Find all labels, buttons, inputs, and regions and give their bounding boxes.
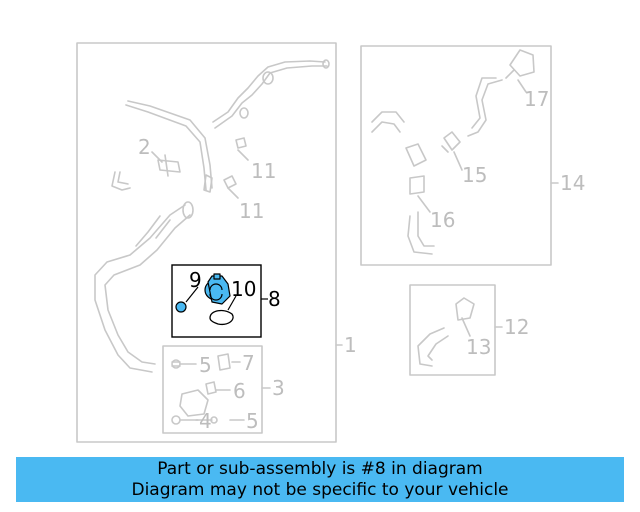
callout-3: 3 [272,376,285,400]
callout-16: 16 [430,208,455,232]
part-6-sensor [205,381,217,395]
callout-6: 6 [233,379,246,403]
part-5-upper-clip [171,361,181,367]
callout-1: 1 [344,333,357,357]
part-17-elbow [505,49,535,79]
vertical-pipe-end [203,174,213,193]
assembly-8-frame [171,264,262,338]
assembly-12-frame [409,284,496,376]
lower-radiator-hose [94,204,191,373]
callout-11b: 11 [239,199,264,223]
callout-5b: 5 [246,409,259,433]
callout-15: 15 [462,163,487,187]
part-8-thermostat-housing [204,273,231,305]
hose-12 [417,327,449,367]
callout-4: 4 [199,409,212,433]
callout-12: 12 [504,315,529,339]
part-11a-clip [235,137,247,149]
parts-diagram: 1 2 3 4 5 5 6 7 8 9 10 11 11 12 13 14 15… [76,42,585,443]
callout-13: 13 [466,335,491,359]
callout-10: 10 [231,277,256,301]
hose-14-upper [467,77,503,137]
assembly-3-frame [162,345,263,434]
part-11b-clip [223,175,237,189]
part-15-fitting [441,131,461,153]
hose-14-lower [407,211,435,255]
callout-11a: 11 [251,159,276,183]
assembly-1-frame [76,42,337,443]
upper-coolant-pipe [125,100,213,191]
banner-line-1: Part or sub-assembly is #8 in diagram [157,459,483,479]
part-10-gasket [209,309,234,326]
callout-7: 7 [242,351,255,375]
part-16-fitting [405,143,427,195]
callout-14: 14 [560,171,585,195]
small-hose-left [111,171,131,191]
callout-5a: 5 [199,353,212,377]
assembly-14-frame [360,45,552,266]
part-13-fitting [455,297,475,321]
part-2-connector [157,154,181,177]
callout-9: 9 [189,268,202,292]
part-3-housing [179,389,209,417]
part-7-fitting [217,353,231,371]
banner-line-2: Diagram may not be specific to your vehi… [131,480,509,500]
part-9-cap [175,301,187,313]
upper-hose [212,60,328,129]
hose-14-left [371,111,405,133]
callout-2: 2 [138,135,151,159]
callout-17: 17 [524,87,549,111]
callout-8: 8 [268,287,281,311]
info-banner: Part or sub-assembly is #8 in diagram Di… [16,457,624,502]
